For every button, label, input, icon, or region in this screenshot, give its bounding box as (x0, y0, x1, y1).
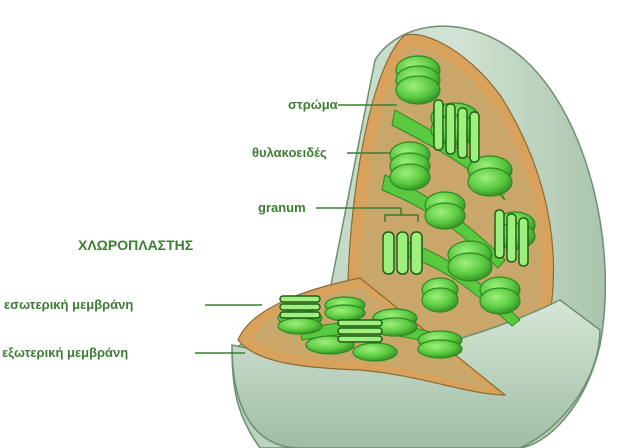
label-inner-membrane: εσωτερική μεμβράνη (4, 297, 133, 313)
label-outer-membrane: εξωτερική μεμβράνη (2, 345, 128, 361)
diagram-title: ΧΛΩΡΟΠΛΑΣΤΗΣ (78, 237, 193, 253)
label-stroma: στρώμα (288, 97, 338, 113)
granum-stack (383, 232, 422, 274)
label-granum: granum (258, 200, 306, 216)
label-thylakoids: θυλακοειδές (252, 145, 327, 161)
